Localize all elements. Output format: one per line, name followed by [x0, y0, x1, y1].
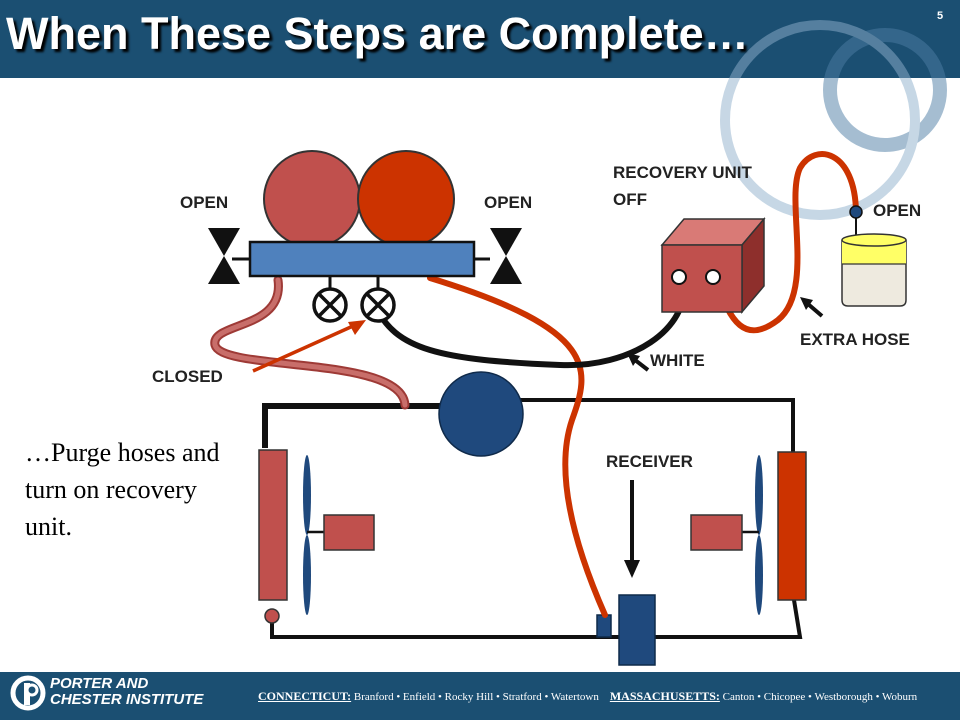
evaporator-fan-motor — [323, 514, 375, 551]
liquid-line-right — [655, 599, 803, 639]
valve-icon — [490, 228, 522, 284]
recovery-unit-port-in — [671, 269, 687, 285]
suction-line — [262, 403, 445, 448]
white-hose — [372, 277, 688, 369]
x-valve-icon — [312, 287, 348, 323]
header-band — [0, 0, 960, 78]
label-recovery-unit: RECOVERY UNIT — [613, 163, 752, 182]
slide-title: When These Steps are Complete… — [6, 8, 749, 59]
cylinder-valve — [849, 205, 863, 219]
label-open-left: OPEN — [180, 193, 228, 212]
recovery-cylinder — [841, 205, 907, 307]
footer-locations: CONNECTICUT: Branford • Enfield • Rocky … — [258, 689, 958, 704]
discharge-line — [512, 398, 795, 452]
logo-text: PORTER AND CHESTER INSTITUTE — [50, 676, 250, 708]
arrow-to-closed-valves — [252, 320, 366, 373]
compressor — [438, 371, 524, 457]
footer-ma-towns: Canton • Chicopee • Westborough • Woburn — [722, 691, 918, 703]
instruction-text: …Purge hoses and turn on recovery unit. — [25, 438, 220, 541]
condenser-fan-motor — [690, 514, 743, 551]
background-arcs — [720, 20, 947, 220]
recovery-unit-port-out — [705, 269, 721, 285]
high-side-hose — [427, 275, 608, 618]
label-open-cylinder: OPEN — [873, 201, 921, 220]
label-open-right: OPEN — [484, 193, 532, 212]
footer-band — [0, 672, 960, 720]
valve-icon — [208, 228, 240, 284]
receiver — [618, 594, 656, 666]
label-receiver: RECEIVER — [606, 452, 693, 471]
manifold-body — [248, 240, 476, 278]
condenser-fan-blade-top — [755, 455, 763, 535]
x-valve-icon — [360, 287, 396, 323]
porter-chester-logo — [10, 675, 46, 711]
receiver-service-port — [596, 614, 612, 638]
closed-hose-pink-inner — [212, 277, 408, 408]
logo-line-1: PORTER AND — [50, 675, 149, 692]
liquid-line-left — [270, 612, 620, 639]
arrow-to-receiver — [624, 480, 640, 578]
metering-device — [264, 608, 280, 624]
logo-line-2: CHESTER INSTITUTE — [50, 691, 204, 708]
arrow-to-white-hose — [627, 353, 650, 372]
footer-ct-towns: Branford • Enfield • Rocky Hill • Stratf… — [353, 691, 599, 703]
label-closed: CLOSED — [152, 367, 223, 386]
arrow-to-extra-hose — [800, 297, 824, 318]
condenser-fan-blade-bottom — [755, 535, 763, 615]
evaporator-coil — [258, 449, 288, 601]
high-side-gauge — [357, 150, 455, 248]
label-recovery-unit-off: OFF — [613, 190, 647, 209]
label-white: WHITE — [650, 351, 705, 370]
extra-hose — [713, 151, 859, 334]
footer-ma-label: MASSACHUSETTS: — [609, 689, 720, 703]
evaporator-fan-blade-top — [303, 455, 311, 535]
slide-number: 5 — [936, 10, 944, 22]
evaporator-fan-blade-bottom — [303, 535, 311, 615]
label-extra-hose: EXTRA HOSE — [800, 330, 910, 349]
footer-ct-label: CONNECTICUT: — [258, 689, 352, 703]
condenser-coil — [777, 451, 807, 601]
recovery-unit — [660, 216, 766, 315]
low-side-gauge — [263, 150, 361, 248]
